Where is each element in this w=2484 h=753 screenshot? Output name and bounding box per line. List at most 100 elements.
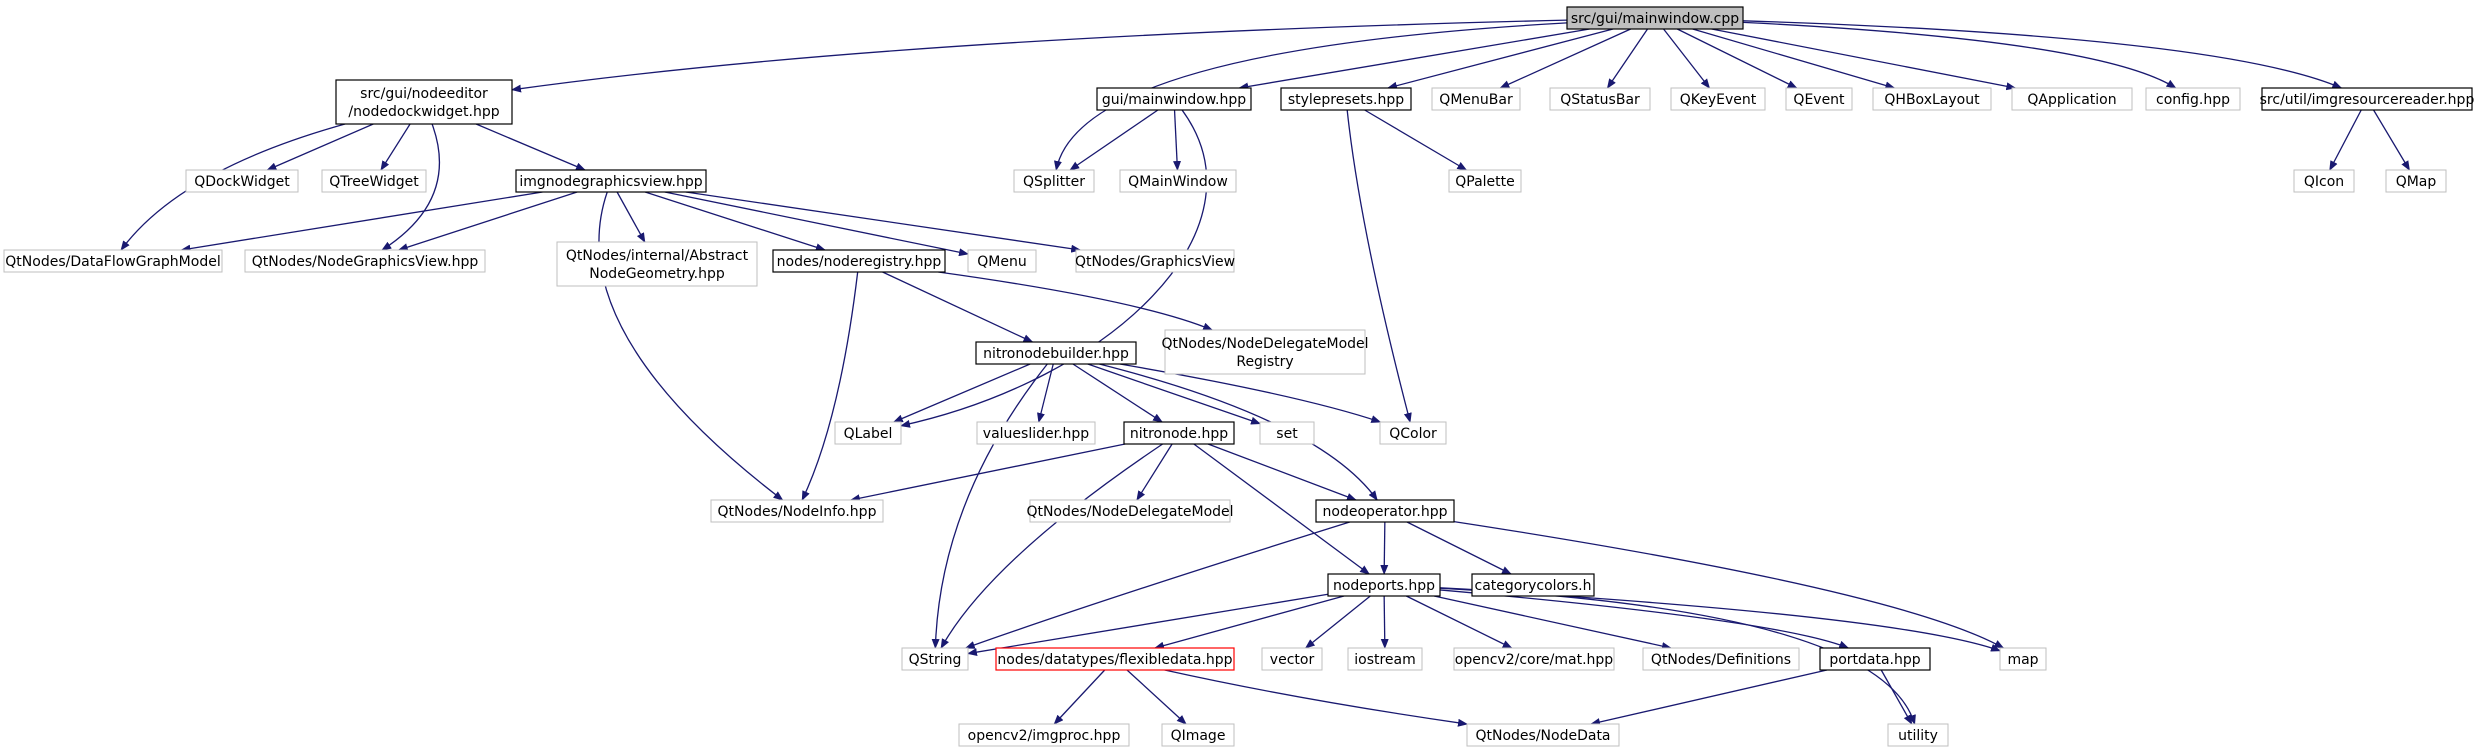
node-imgproc[interactable]: opencv2/imgproc.hpp: [958, 723, 1130, 747]
node-qlabel[interactable]: QLabel: [834, 421, 902, 445]
edge-root-to-qhboxlayout: [1692, 28, 1896, 90]
node-qpalette[interactable]: QPalette: [1448, 169, 1522, 193]
node-qstring[interactable]: QString: [901, 647, 969, 671]
node-label: QtNodes/Definitions: [1651, 652, 1791, 668]
node-portdata[interactable]: portdata.hpp: [1819, 647, 1931, 671]
edge-nodeports-to-flexibledata: [1154, 595, 1345, 650]
edge-imgnodegraphicsview-to-noderegistry: [644, 191, 826, 252]
node-box: [185, 169, 299, 193]
node-label: stylepresets.hpp: [1288, 92, 1404, 108]
node-nodeoperator[interactable]: nodeoperator.hpp: [1315, 499, 1455, 523]
node-qmenubar[interactable]: QMenuBar: [1431, 87, 1521, 111]
node-box: [1466, 723, 1620, 747]
node-mainwindow_hpp[interactable]: gui/mainwindow.hpp: [1096, 87, 1252, 111]
node-box: [1119, 169, 1237, 193]
node-qmenu[interactable]: QMenu: [967, 249, 1037, 273]
node-box: [995, 647, 1235, 671]
node-nitronode[interactable]: nitronode.hpp: [1123, 421, 1235, 445]
edge-imgresourcereader-to-qicon: [2329, 109, 2362, 171]
node-qmainwindow[interactable]: QMainWindow: [1119, 169, 1237, 193]
node-box: [1327, 573, 1441, 597]
node-box: [335, 79, 513, 125]
node-iostream[interactable]: iostream: [1347, 647, 1423, 671]
node-label: QMenu: [977, 254, 1026, 270]
edge-nitronodebuilder-to-qstring: [931, 363, 1048, 649]
node-nodegraphicsview[interactable]: QtNodes/NodeGraphicsView.hpp: [244, 249, 486, 273]
node-qtreewidget[interactable]: QTreeWidget: [321, 169, 427, 193]
node-config[interactable]: config.hpp: [2145, 87, 2241, 111]
edge-nitronode-to-nodeports: [1193, 443, 1370, 575]
node-box: [1431, 87, 1521, 111]
edge-root-to-imgresourcereader: [1742, 20, 2343, 89]
edge-noderegistry-to-nodedelegatemodelregistry: [938, 271, 1214, 331]
edge-portdata-to-nodedata: [1590, 669, 1828, 726]
node-mat[interactable]: opencv2/core/mat.hpp: [1453, 647, 1615, 671]
node-nodeinfo[interactable]: QtNodes/NodeInfo.hpp: [710, 499, 884, 523]
node-categorycolors[interactable]: categorycolors.h: [1471, 573, 1595, 597]
edge-root-to-qevent: [1676, 28, 1798, 89]
node-graphicsview[interactable]: QtNodes/GraphicsView: [1075, 249, 1235, 273]
node-valueslider[interactable]: valueslider.hpp: [976, 421, 1096, 445]
edge-nodedockwidget-to-imgnodegraphicsview: [475, 123, 586, 171]
node-dataflowgraphmodel[interactable]: QtNodes/DataFlowGraphModel: [3, 249, 223, 273]
edge-stylepresets-to-qcolor: [1346, 109, 1412, 423]
edge-nodeports-to-definitions: [1433, 595, 1672, 650]
node-abstractnodegeometry[interactable]: QtNodes/internal/AbstractNodeGeometry.hp…: [556, 241, 758, 287]
node-nodedata[interactable]: QtNodes/NodeData: [1466, 723, 1620, 747]
node-qsplitter[interactable]: QSplitter: [1013, 169, 1095, 193]
node-qmap[interactable]: QMap: [2385, 169, 2447, 193]
node-label: categorycolors.h: [1475, 578, 1592, 594]
node-set[interactable]: set: [1259, 421, 1315, 445]
node-qstatusbar[interactable]: QStatusBar: [1549, 87, 1651, 111]
edge-nitronode-to-nodeoperator: [1207, 443, 1357, 501]
edge-nodedockwidget-to-qtreewidget: [380, 123, 411, 171]
node-box: [1642, 647, 1800, 671]
node-label: opencv2/imgproc.hpp: [968, 728, 1121, 744]
node-label: gui/mainwindow.hpp: [1102, 92, 1246, 108]
node-noderegistry[interactable]: nodes/noderegistry.hpp: [772, 249, 946, 273]
node-imgresourcereader[interactable]: src/util/imgresourcereader.hpp: [2260, 87, 2475, 111]
node-vector[interactable]: vector: [1261, 647, 1323, 671]
node-stylepresets[interactable]: stylepresets.hpp: [1280, 87, 1412, 111]
node-label: QMap: [2396, 174, 2437, 190]
node-root[interactable]: src/gui/mainwindow.cpp: [1566, 6, 1744, 30]
node-nodedelegatemodel[interactable]: QtNodes/NodeDelegateModel: [1026, 499, 1234, 523]
node-box: [1029, 499, 1231, 523]
node-label: QHBoxLayout: [1884, 92, 1980, 108]
node-box: [772, 249, 946, 273]
node-definitions[interactable]: QtNodes/Definitions: [1642, 647, 1800, 671]
node-box: [515, 169, 707, 193]
edge-imgnodegraphicsview-to-graphicsview: [685, 191, 1082, 253]
node-box: [1259, 421, 1315, 445]
node-qhboxlayout[interactable]: QHBoxLayout: [1872, 87, 1992, 111]
node-box: [1075, 249, 1235, 273]
node-nodedockwidget[interactable]: src/gui/nodeeditor/nodedockwidget.hpp: [335, 79, 513, 125]
node-label: utility: [1898, 728, 1938, 744]
node-label: QColor: [1389, 426, 1437, 442]
node-qevent[interactable]: QEvent: [1785, 87, 1853, 111]
node-box: [2261, 87, 2473, 111]
edge-noderegistry-to-nodeinfo: [801, 271, 859, 501]
node-label: QtNodes/NodeInfo.hpp: [718, 504, 877, 520]
node-box: [1096, 87, 1252, 111]
node-flexibledata[interactable]: nodes/datatypes/flexibledata.hpp: [995, 647, 1235, 671]
node-imgnodegraphicsview[interactable]: imgnodegraphicsview.hpp: [515, 169, 707, 193]
node-nitronodebuilder[interactable]: nitronodebuilder.hpp: [975, 341, 1137, 365]
nodes-layer: src/gui/mainwindow.cpp src/gui/nodeeditor…: [3, 6, 2475, 747]
node-nodeports[interactable]: nodeports.hpp: [1327, 573, 1441, 597]
node-label: valueslider.hpp: [983, 426, 1089, 442]
node-qdockwidget[interactable]: QDockWidget: [185, 169, 299, 193]
node-qcolor[interactable]: QColor: [1379, 421, 1447, 445]
edge-root-to-nodedockwidget: [511, 19, 1568, 93]
node-qicon[interactable]: QIcon: [2293, 169, 2355, 193]
node-box: [3, 249, 223, 273]
node-map[interactable]: map: [1999, 647, 2047, 671]
edge-mainwindow_hpp-to-qlabel: [900, 109, 1208, 428]
node-qapplication[interactable]: QApplication: [2011, 87, 2133, 111]
node-qimage[interactable]: QImage: [1161, 723, 1235, 747]
edge-nodeports-to-vector: [1304, 595, 1371, 649]
node-qkeyevent[interactable]: QKeyEvent: [1670, 87, 1766, 111]
node-box: [976, 421, 1096, 445]
node-utility[interactable]: utility: [1887, 723, 1949, 747]
